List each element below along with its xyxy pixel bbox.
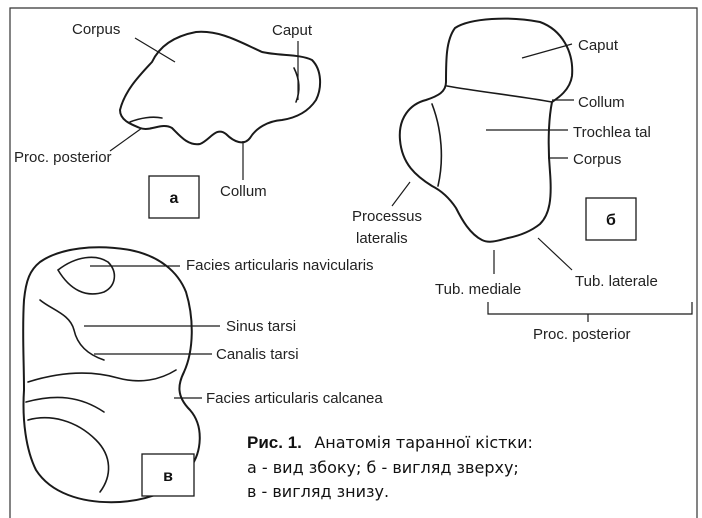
leader-caput-b [522, 44, 572, 58]
caption-line-1-text: Анатомія таранної кістки: [314, 433, 533, 452]
label-collum-b: Collum [578, 94, 625, 111]
caption-title: Рис. 1. [247, 433, 302, 452]
leader-processus-b [392, 182, 410, 206]
figure-caption: Рис. 1. Анатомія таранної кістки: а - ви… [247, 433, 533, 501]
label-tub-laterale-b: Tub. laterale [575, 273, 658, 290]
badge-b-letter: б [606, 212, 616, 229]
label-sinus-tarsi: Sinus tarsi [226, 318, 296, 335]
panel-b-top-view: Caput Collum Trochlea tal Corpus Process… [352, 19, 692, 343]
label-collum-a: Collum [220, 183, 267, 200]
caption-line-3: в - вигляд знизу. [247, 482, 389, 501]
navicular-facet [58, 257, 114, 294]
label-lateralis-b: lateralis [356, 230, 408, 247]
leader-tub-laterale-b [538, 238, 572, 270]
canalis-tarsi-line-1 [28, 370, 176, 382]
label-trochlea-b: Trochlea tal [573, 124, 651, 141]
label-facies-calcanea: Facies articularis calcanea [206, 390, 383, 407]
badge-a-letter: а [170, 190, 179, 207]
label-processus-b: Processus [352, 208, 422, 225]
caption-line-1: Рис. 1. Анатомія таранної кістки: [247, 433, 533, 452]
panel-a-side-view: Corpus Caput Proc. posterior Collum а [14, 21, 320, 218]
canalis-tarsi-line-2 [26, 397, 104, 412]
proc-posterior-contour [130, 117, 162, 122]
sinus-tarsi-contour [40, 300, 104, 360]
calcaneal-facet [28, 418, 109, 492]
label-corpus-a: Corpus [72, 21, 120, 38]
bracket-proc-posterior-b [488, 302, 692, 322]
label-proc-posterior-a: Proc. posterior [14, 149, 112, 166]
caption-line-2: а - вид збоку; б - вигляд зверху; [247, 458, 519, 477]
label-tub-mediale-b: Tub. mediale [435, 281, 521, 298]
label-caput-a: Caput [272, 22, 313, 39]
leader-proc-posterior-a [110, 128, 142, 151]
label-canalis-tarsi: Canalis tarsi [216, 346, 299, 363]
talus-side-outline [120, 32, 320, 144]
label-facies-navicularis: Facies articularis navicularis [186, 257, 374, 274]
badge-v-letter: в [163, 468, 173, 485]
lateral-process-line [432, 104, 441, 186]
label-proc-posterior-b: Proc. posterior [533, 326, 631, 343]
collum-divide [447, 86, 552, 102]
label-caput-b: Caput [578, 37, 619, 54]
label-corpus-b: Corpus [573, 151, 621, 168]
